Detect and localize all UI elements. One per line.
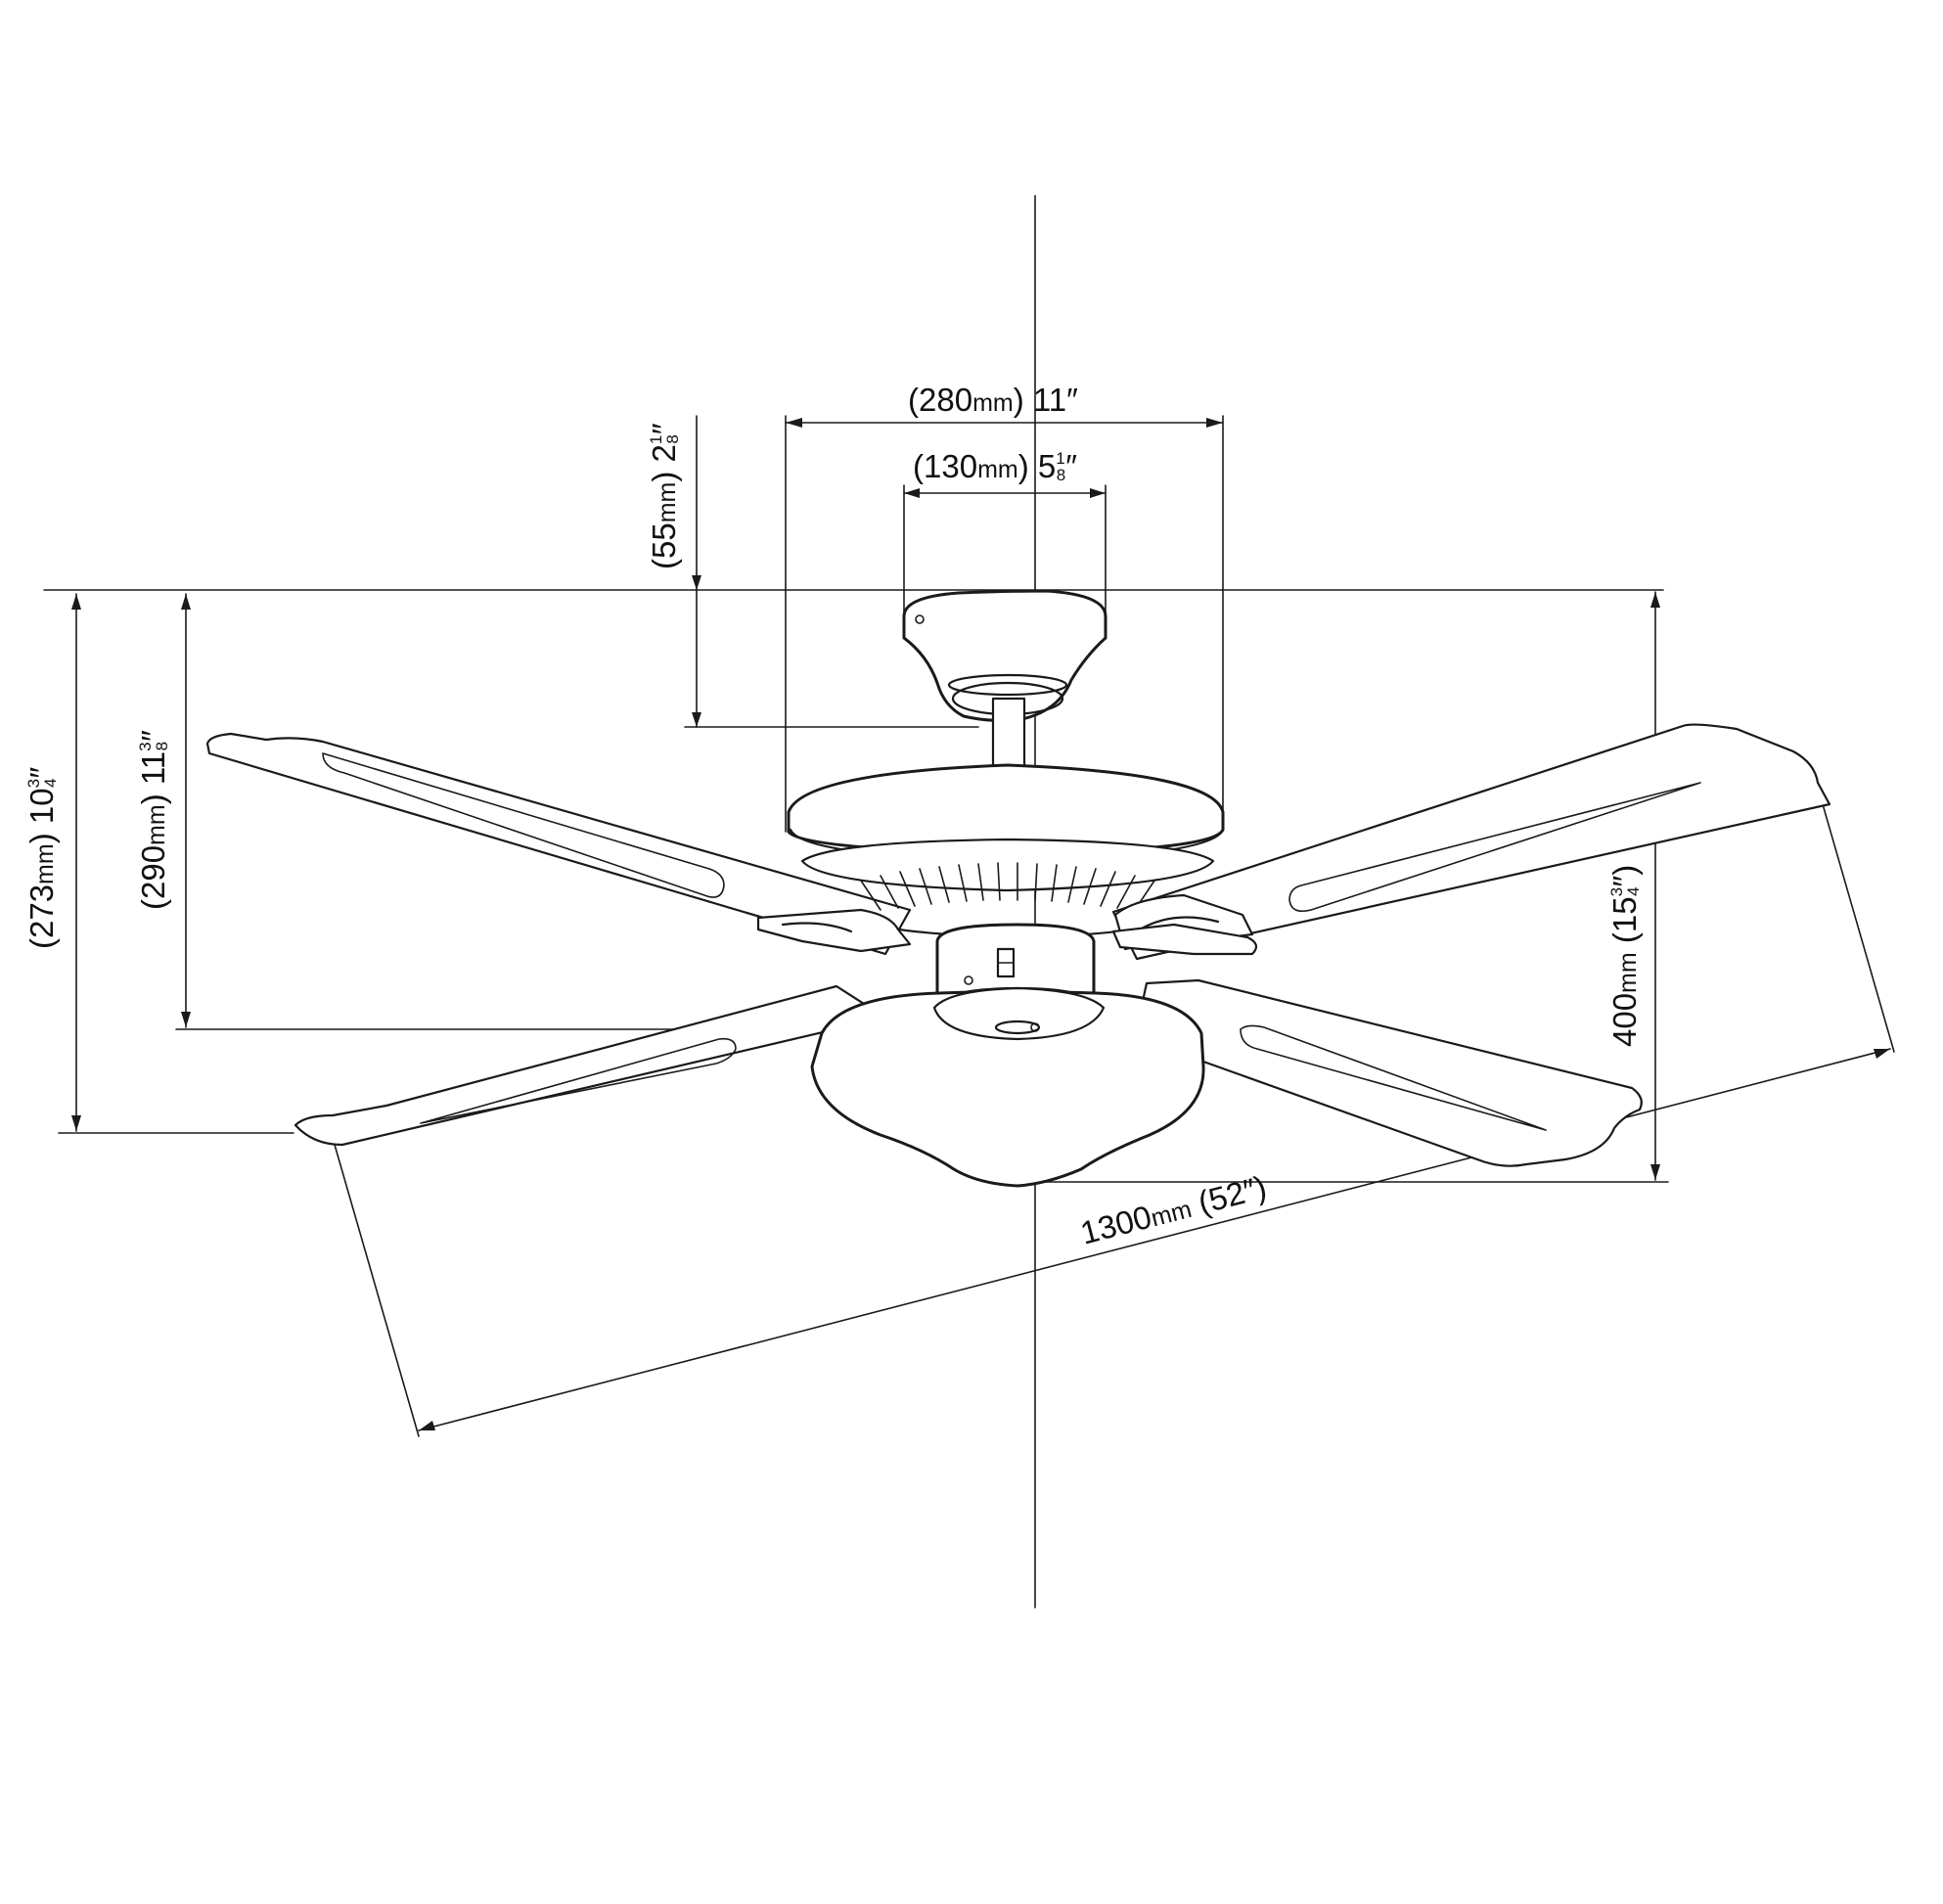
dim-canopy-outer: (280mm) 11″: [908, 382, 1078, 418]
blade-back-right: [1111, 723, 1831, 961]
blade-front-left: [294, 984, 887, 1147]
motor-housing: [787, 763, 1225, 939]
dim-blade-height: (273mm) 1034″: [23, 766, 60, 949]
dim-overall-height: 400mm (1534″): [1606, 865, 1643, 1047]
blade-back-left: [205, 732, 912, 956]
dim-canopy-height: (55mm) 218″: [646, 423, 682, 569]
blade-front-right: [1133, 978, 1643, 1167]
blade-irons: [756, 893, 1258, 956]
extension-lines: [43, 415, 1895, 1437]
dim-blade-span: 1300mm (52″): [1076, 1168, 1270, 1251]
ceiling-fan-illustration: [205, 589, 1831, 1188]
light-kit-glass: [810, 986, 1205, 1188]
downrod: [991, 697, 1026, 769]
canopy: [902, 589, 1107, 722]
dimension-lines: [71, 415, 1891, 1431]
dim-motor-height: (290mm) 1138″: [135, 730, 171, 910]
